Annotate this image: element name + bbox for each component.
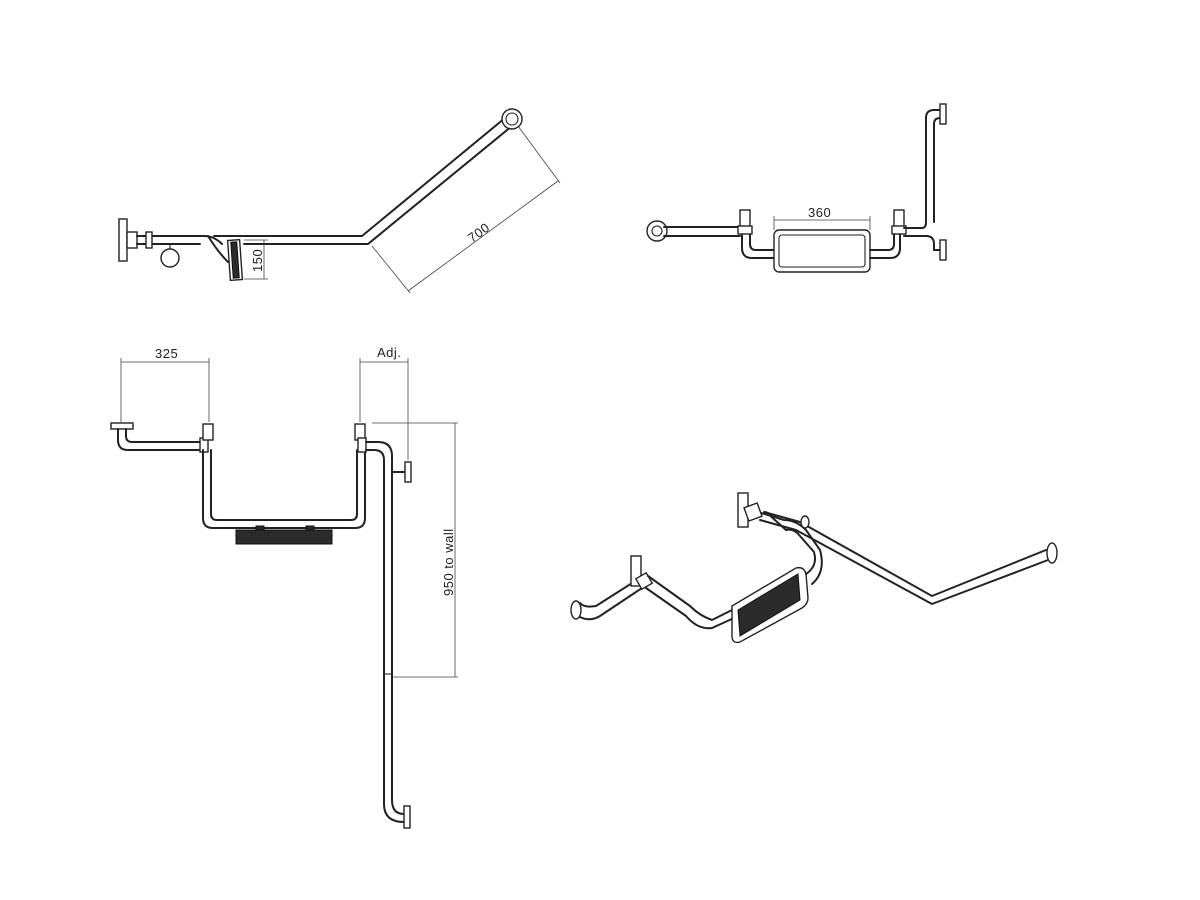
angled-rail-upper: [213, 117, 506, 237]
hinge: [255, 525, 265, 531]
left-rail: [579, 577, 643, 621]
right-arm: [757, 511, 823, 585]
dimension-line-950: [372, 422, 458, 678]
top-joint: [743, 502, 763, 522]
vertical-rail: [903, 109, 941, 229]
dimension-label-360: 360: [808, 205, 831, 220]
vertical-rail-inner: [365, 449, 405, 823]
left-rail: [663, 226, 741, 237]
rail-segment: [136, 235, 223, 245]
dimension-line-325: [120, 358, 210, 422]
seat-frame-outer: [202, 449, 366, 529]
dimension-label-325: 325: [155, 346, 178, 361]
right-joint: [891, 225, 907, 235]
left-flange-inner: [651, 225, 663, 237]
left-rail: [117, 428, 201, 451]
far-flange: [1046, 542, 1058, 564]
side-view: 150 700: [118, 108, 561, 294]
dimension-label-adj: Adj.: [377, 345, 401, 360]
top-flange-inner: [505, 112, 519, 126]
flange-collar: [126, 231, 138, 249]
left-arm: [645, 575, 735, 630]
backrest: [235, 529, 333, 545]
mid-flange: [800, 515, 810, 529]
dimension-label-700: 700: [465, 220, 493, 246]
seat-frame-inner: [210, 449, 358, 521]
bottom-flange: [939, 239, 947, 261]
right-joint: [357, 437, 367, 453]
top-view: 325 Adj. 950 to wall: [110, 345, 458, 829]
round-support: [160, 248, 180, 268]
left-flange: [110, 422, 134, 430]
long-rail: [759, 511, 1049, 605]
backrest-arm: [207, 235, 229, 263]
right-arm: [869, 227, 901, 259]
top-flange: [939, 103, 947, 125]
left-flange: [646, 220, 668, 242]
backrest-pad: [737, 573, 801, 637]
side-flange: [404, 461, 412, 483]
backrest-pad: [778, 234, 866, 268]
dimension-label-150: 150: [250, 249, 265, 272]
angled-rail-lower: [243, 125, 513, 245]
hinge: [305, 525, 315, 531]
wall-flange: [118, 218, 128, 262]
isometric-view: [570, 492, 1058, 644]
vertical-rail-outer: [365, 441, 405, 815]
backrest-pad: [230, 241, 240, 279]
dimension-line-150: [244, 239, 268, 280]
backrest: [773, 229, 871, 273]
front-view: 360: [646, 103, 947, 273]
joint: [145, 231, 153, 249]
left-bracket: [630, 555, 642, 587]
dimension-label-950: 950 to wall: [441, 528, 456, 596]
left-bracket: [202, 423, 214, 441]
left-arm: [741, 227, 776, 259]
top-flange: [501, 108, 523, 130]
bottom-flange: [403, 805, 411, 829]
left-joint: [737, 225, 753, 235]
left-flange: [570, 600, 582, 620]
dimension-line-360: [773, 216, 871, 230]
dimension-line-adj: [359, 358, 409, 460]
vertical-rail-inner: [903, 117, 941, 251]
dimension-line-700: [371, 125, 561, 294]
